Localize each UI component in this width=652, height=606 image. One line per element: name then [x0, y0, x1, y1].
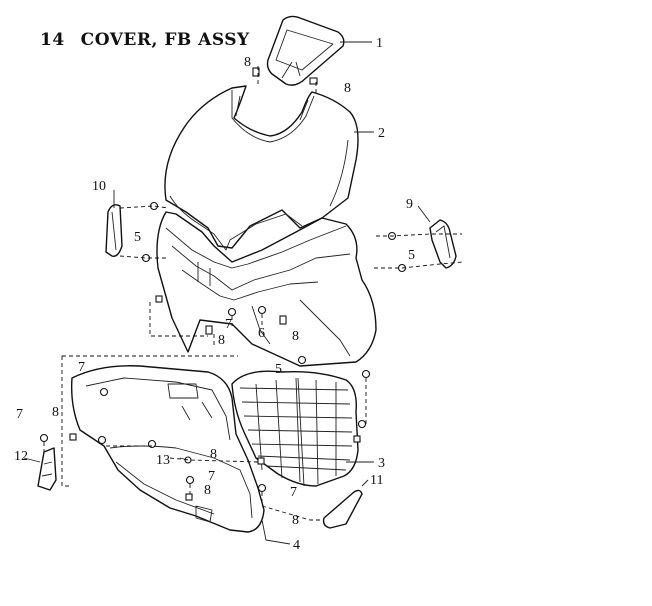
part-4-lower-fairing [70, 365, 265, 533]
callout-7-upper: 7 [225, 317, 232, 332]
callout-1: 1 [376, 36, 383, 51]
callout-6: 6 [258, 326, 265, 341]
callout-8-top-left: 8 [244, 55, 251, 70]
callout-4: 4 [293, 538, 300, 553]
assembly-lines [43, 66, 463, 521]
callout-8-center: 8 [210, 447, 217, 462]
callout-7-far-left: 7 [16, 407, 23, 422]
callout-11: 11 [370, 473, 383, 488]
part-12-lower-left-bracket [37, 447, 57, 491]
diagram-number: 14 [40, 30, 65, 50]
callout-7-lower-left: 7 [78, 360, 85, 375]
part-3-front-grille [231, 370, 359, 487]
part-10-side-reflector-left [105, 204, 123, 257]
callout-5-right: 5 [408, 248, 415, 263]
callout-8-mid-left: 8 [218, 333, 225, 348]
callout-10: 10 [92, 179, 106, 194]
diagram-title: 14 COVER, FB ASSY [40, 30, 250, 50]
callout-labels: 1 2 3 4 5 5 5 6 7 7 7 7 7 8 8 8 8 8 8 8 … [14, 36, 415, 553]
leader-lines [23, 41, 431, 545]
callout-7-center: 7 [208, 469, 215, 484]
callout-3: 3 [378, 456, 385, 471]
diagram-title-text: COVER, FB ASSY [80, 30, 250, 50]
callout-8-bottom-right: 8 [292, 513, 299, 528]
callout-5-left: 5 [134, 230, 141, 245]
callout-8-mid-right: 8 [292, 329, 299, 344]
callout-8-lower: 8 [204, 483, 211, 498]
callout-12: 12 [14, 449, 28, 464]
callout-5-grille: 5 [275, 362, 282, 377]
part-11-lower-right-reflector [322, 489, 363, 529]
callout-2: 2 [378, 126, 385, 141]
part-2-front-upper-cover [156, 85, 377, 367]
callout-7-right: 7 [290, 485, 297, 500]
fasteners [39, 67, 407, 501]
callout-9: 9 [406, 197, 413, 212]
callout-8-left: 8 [52, 405, 59, 420]
callout-8-top-right: 8 [344, 81, 351, 96]
callout-13: 13 [156, 453, 170, 468]
part-1-top-cap [266, 15, 345, 86]
part-9-side-reflector-right [429, 219, 457, 269]
